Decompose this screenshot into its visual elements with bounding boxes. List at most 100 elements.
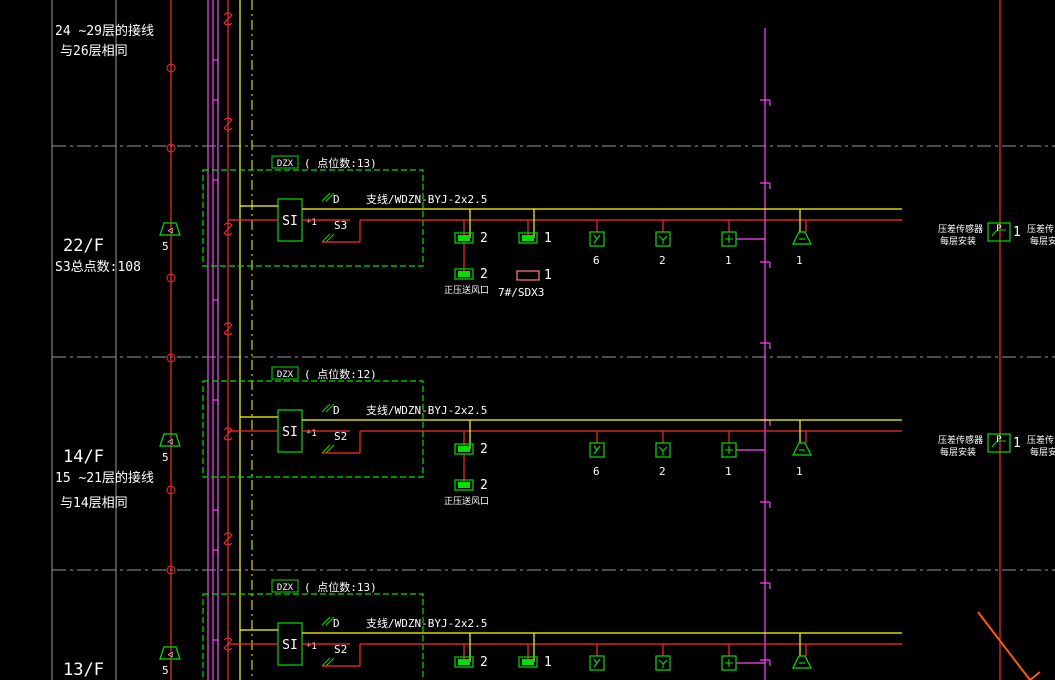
- heat-detector-icon-glyph: [658, 235, 668, 244]
- device-count: 1: [725, 465, 732, 478]
- heat-detector-icon-glyph: [658, 446, 668, 455]
- smoke-detector-icon-glyph: [593, 234, 601, 244]
- riser-s-mark-0: [223, 12, 233, 26]
- device-count: 1: [796, 465, 803, 478]
- io-module-icon-box: [454, 656, 474, 668]
- si-module-mark: *1: [306, 642, 317, 652]
- riser-s-mark-1: [223, 117, 233, 131]
- sensor-label-1: 压差传感器: [938, 223, 983, 235]
- heat-detector-icon: [655, 655, 671, 671]
- device-count: 2: [659, 254, 666, 267]
- circuit-label: S2: [334, 430, 347, 443]
- module-count: 2: [480, 231, 488, 246]
- bus-icon-glyph: ◁: [167, 650, 173, 660]
- floor-note-2: 与26层相同: [60, 44, 128, 59]
- smoke-detector-icon: [589, 442, 605, 458]
- sensor-right-1: 压差传: [1027, 434, 1054, 446]
- device-count: 2: [659, 465, 666, 478]
- floor-block-f23: 23/F24 ~29层的接线与26层相同5SI*1S322正压送风口6211压差…: [55, 23, 154, 59]
- alarm-sounder-icon: [792, 655, 812, 669]
- manual-call-point-icon-frame: [721, 442, 737, 458]
- io-module-icon-box: [454, 443, 474, 455]
- branch-label: 支线/WDZN-BYJ-2x2.5: [366, 616, 487, 630]
- smoke-detector-icon-frame: [589, 231, 605, 247]
- stray-orange-tick: [1029, 671, 1041, 680]
- manual-call-point-icon-frame: [721, 655, 737, 671]
- cable-slash-top: [321, 403, 335, 413]
- panel-tag-box: [271, 366, 299, 380]
- cable-slash-top: [321, 192, 335, 202]
- si-module-label: SI: [282, 425, 298, 440]
- pressure-sensor-icon-glyph: [991, 229, 1006, 237]
- bus-count: 5: [162, 240, 169, 253]
- si-module-mark: *1: [306, 218, 317, 228]
- panel-points: ( 点位数:12): [304, 367, 377, 381]
- bus-icon-glyph: ◁: [167, 226, 173, 236]
- floor-label: 14/F: [63, 447, 104, 467]
- cable-slash: [321, 657, 335, 667]
- io-module-icon: [454, 443, 474, 455]
- si-module-label: SI: [282, 214, 298, 229]
- manual-call-point-icon: [721, 442, 737, 458]
- alarm-sounder-icon-body: [792, 442, 812, 456]
- branch-label: 支线/WDZN-BYJ-2x2.5: [366, 192, 487, 206]
- device-count: 6: [593, 465, 600, 478]
- riser-loop-mark-0: [166, 63, 176, 73]
- pressure-sensor-icon-frame: [987, 222, 1011, 242]
- device-count: 1: [796, 254, 803, 267]
- fire-alarm-bus-icon: ◁: [159, 646, 181, 660]
- sensor-right-2: 每层安: [1030, 235, 1055, 247]
- sub-label: 正压送风口: [444, 284, 489, 296]
- manual-call-point-icon: [721, 655, 737, 671]
- manual-call-point-icon-frame: [721, 231, 737, 247]
- bus-icon-glyph: ◁: [167, 437, 173, 447]
- io-module-icon-fill: [522, 659, 534, 665]
- pressure-sensor-icon-frame: [987, 433, 1011, 453]
- io-module-icon-box: [454, 268, 474, 280]
- si-module-mark: *1: [306, 429, 317, 439]
- sensor-label-2: 每层安装: [940, 235, 976, 247]
- smoke-detector-icon-glyph: [593, 445, 601, 455]
- stray-orange-line: [977, 611, 1031, 680]
- pressure-sensor-icon-glyph: [991, 440, 1006, 448]
- trunk-label: D: [333, 193, 340, 206]
- module-count: 2: [480, 442, 488, 457]
- panel-frame: [202, 593, 424, 680]
- sensor-right-1: 压差传: [1027, 223, 1054, 235]
- pressure-sensor-icon: P: [987, 433, 1011, 453]
- io-module-icon-fill: [522, 235, 534, 241]
- io-module-icon-fill: [458, 482, 470, 488]
- branch-label: 支线/WDZN-BYJ-2x2.5: [366, 403, 487, 417]
- sensor-right-2: 每层安: [1030, 446, 1055, 458]
- manual-call-point-icon-glyph: [725, 235, 733, 243]
- riser-loop-mark-4: [166, 485, 176, 495]
- riser-loop-mark-2: [166, 273, 176, 283]
- extra-count: 1: [544, 655, 552, 670]
- alarm-sounder-icon: [792, 442, 812, 456]
- manual-call-point-icon-glyph: [725, 659, 733, 667]
- riser-loop-mark-3: [166, 353, 176, 363]
- module-count-b: 2: [480, 267, 488, 282]
- io-module-icon-fill: [458, 235, 470, 241]
- fire-alarm-bus-icon: ◁: [159, 222, 181, 236]
- trunk-label: D: [333, 404, 340, 417]
- trunk-label: D: [333, 617, 340, 630]
- smoke-detector-icon: [589, 655, 605, 671]
- io-module-icon: [454, 656, 474, 668]
- heat-detector-icon: [655, 442, 671, 458]
- si-module-label: SI: [282, 638, 298, 653]
- panel-tag: DZX: [277, 159, 294, 169]
- manual-call-point-icon: [721, 231, 737, 247]
- circuit-label: S2: [334, 643, 347, 656]
- floor-note-1: S3总点数:108: [55, 260, 141, 275]
- sensor-label-1: 压差传感器: [938, 434, 983, 446]
- floor-label: 22/F: [63, 236, 104, 256]
- panel-points: ( 点位数:13): [304, 156, 377, 170]
- io-module-icon: [518, 656, 538, 668]
- manual-call-point-icon-glyph: [725, 446, 733, 454]
- smoke-detector-icon-glyph: [593, 658, 601, 668]
- floor-note-1: 24 ~29层的接线: [55, 23, 154, 39]
- device-count: 1: [725, 254, 732, 267]
- panel-points: ( 点位数:13): [304, 580, 377, 594]
